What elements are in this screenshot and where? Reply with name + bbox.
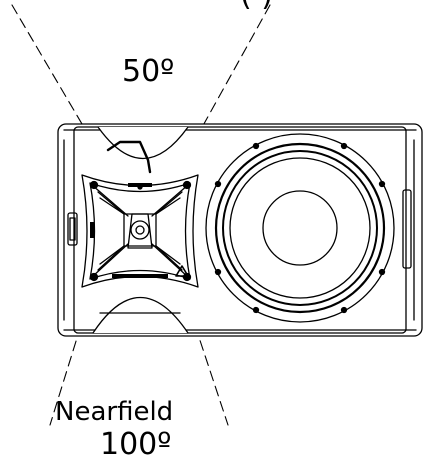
phase-plug-center [135,225,145,235]
horn-diagonal-c [91,243,129,278]
top-handle-arc [97,126,189,160]
horn-diagonal-b [151,184,189,217]
side-handle-left-inner [69,217,76,241]
screw-icon [252,306,260,314]
screw-icon [89,180,99,190]
nearfield-label: Nearfield [55,397,174,427]
screw-icon [214,180,222,188]
horn-bottom-marking [112,274,168,278]
screw-icon [340,142,348,150]
side-handle-left [67,212,78,246]
top-handle-grip [106,140,152,174]
horn-top-marking [128,183,152,187]
screw-icon [252,142,260,150]
horn-contour-right [155,197,181,265]
top-handle [97,126,189,174]
woofer [205,133,395,323]
side-handle-right [402,189,412,269]
horn-contour-left [99,197,125,265]
phase-plug [130,220,150,240]
woofer-cone-edge [229,157,371,299]
screw-icon [214,268,222,276]
horn-diagonal-d [151,243,189,278]
far-angle-label: 50º [122,54,175,89]
bottom-handle [92,297,189,334]
woofer-basket [214,142,386,314]
screw-icon [89,272,99,282]
cabinet-inner [73,126,407,334]
horn-logo-icon [175,265,189,277]
screw-icon [378,268,386,276]
horn-throat [127,213,153,249]
horn-side-marking [90,222,94,238]
horn-contour-bottom [97,245,183,271]
top-partial-label: ( ) [240,0,273,13]
woofer-surround [222,150,378,306]
near-angle-label: 100º [100,427,172,462]
horn-assembly [81,174,199,288]
bottom-handle-arc [92,297,189,334]
screw-icon [340,306,348,314]
horn-diagonal-a [91,184,129,217]
woofer-frame [205,133,395,323]
screw-icon [378,180,386,188]
woofer-dust-cap [262,190,338,266]
screw-icon [182,180,192,190]
